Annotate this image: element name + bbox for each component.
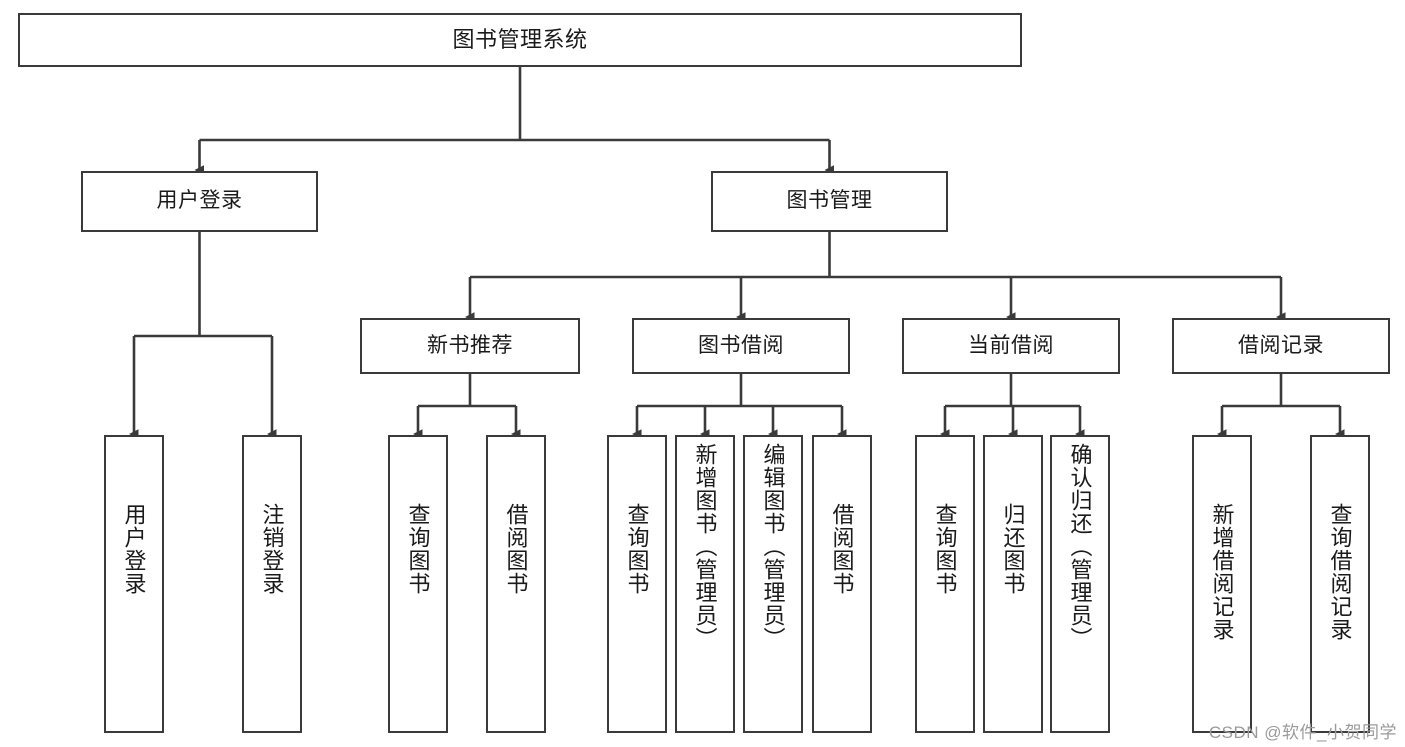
leaf-bb-add-book-admin[interactable]: 新增图书（管理员） xyxy=(675,435,735,733)
leaf-user-logout[interactable]: 注销登录 xyxy=(242,435,302,733)
node-label: 借阅记录 xyxy=(1238,333,1324,357)
leaf-br-add-record[interactable]: 新增借阅记录 xyxy=(1192,435,1252,733)
node-label: 查询图书 xyxy=(405,503,431,595)
node-label: 新书推荐 xyxy=(427,333,513,357)
node-label: 当前借阅 xyxy=(968,333,1054,357)
leaf-user-login[interactable]: 用户登录 xyxy=(104,435,164,733)
node-label: 查询图书 xyxy=(932,503,958,595)
leaf-cb-return-book[interactable]: 归还图书 xyxy=(983,435,1043,733)
node-label: 查询借阅记录 xyxy=(1327,503,1353,641)
node-borrow-records[interactable]: 借阅记录 xyxy=(1172,318,1390,374)
node-label: 图书管理 xyxy=(786,189,873,213)
node-label: 图书借阅 xyxy=(698,333,784,357)
node-label: 查询图书 xyxy=(624,503,650,595)
node-user-login[interactable]: 用户登录 xyxy=(81,171,318,232)
node-current-borrowing[interactable]: 当前借阅 xyxy=(902,318,1120,374)
leaf-bb-edit-book-admin[interactable]: 编辑图书（管理员） xyxy=(743,435,803,733)
csdn-watermark: CSDN @软件_小贺同学 xyxy=(1208,723,1397,742)
node-label: 归还图书 xyxy=(1000,503,1026,595)
leaf-rec-borrow-book[interactable]: 借阅图书 xyxy=(486,435,546,733)
leaf-bb-query-book[interactable]: 查询图书 xyxy=(607,435,667,733)
leaf-cb-confirm-return-admin[interactable]: 确认归还（管理员） xyxy=(1050,435,1110,733)
node-label: 注销登录 xyxy=(259,503,285,595)
node-label: 确认归还（管理员） xyxy=(1067,443,1093,650)
node-label: 借阅图书 xyxy=(829,503,855,595)
leaf-rec-query-book[interactable]: 查询图书 xyxy=(388,435,448,733)
node-label: 用户登录 xyxy=(121,503,147,595)
node-book-borrowing[interactable]: 图书借阅 xyxy=(632,318,850,374)
node-label: 借阅图书 xyxy=(503,503,529,595)
node-label: 用户登录 xyxy=(156,189,243,213)
node-label: 新增借阅记录 xyxy=(1209,503,1235,641)
node-book-management[interactable]: 图书管理 xyxy=(711,171,948,232)
node-root-system[interactable]: 图书管理系统 xyxy=(18,13,1022,67)
node-label: 新增图书（管理员） xyxy=(692,443,718,650)
node-label: 编辑图书（管理员） xyxy=(760,443,786,650)
node-new-book-recommendation[interactable]: 新书推荐 xyxy=(360,318,580,374)
leaf-bb-borrow-book[interactable]: 借阅图书 xyxy=(812,435,872,733)
leaf-cb-query-book[interactable]: 查询图书 xyxy=(915,435,975,733)
node-label: 图书管理系统 xyxy=(452,27,588,53)
leaf-br-query-record[interactable]: 查询借阅记录 xyxy=(1310,435,1370,733)
